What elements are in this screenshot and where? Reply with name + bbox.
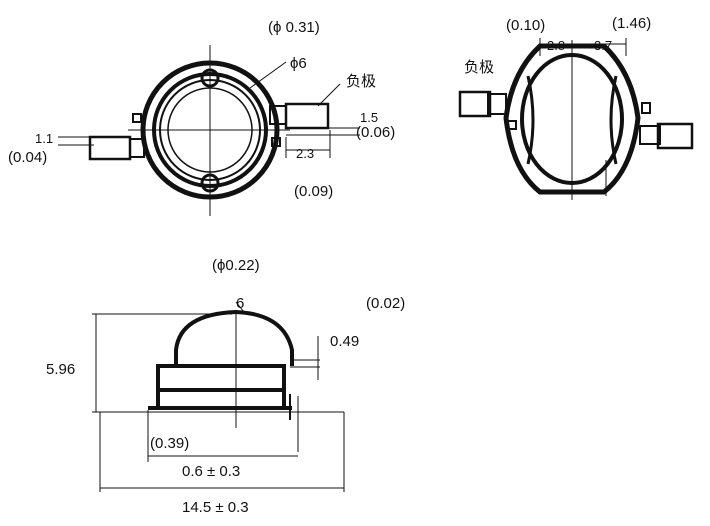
phi6-leader-line <box>249 61 287 89</box>
label-dim-0-10: (0.10) <box>506 17 545 34</box>
side-view-dome <box>174 309 294 366</box>
bottom-view-right-lead-neck <box>639 125 661 145</box>
label-cathode-top: 负极 <box>346 73 376 90</box>
top-view-top-hole <box>200 68 220 88</box>
label-dim-0-02: (0.02) <box>366 295 405 312</box>
label-dim-14-5: 14.5 ± 0.3 <box>182 499 249 516</box>
top-view-notch-mark <box>271 137 281 147</box>
label-dim-0-09: (0.09) <box>294 183 333 200</box>
label-dim-6: 6 <box>236 295 244 312</box>
top-view: (ϕ 0.31) ϕ6 负极 1.5 (0.06) 1.1 (0.04) 2.3… <box>8 19 395 216</box>
label-dim-0-39: (0.39) <box>150 435 189 452</box>
label-phi-0-22: (ϕ0.22) <box>212 257 260 274</box>
dim-6-leader <box>235 301 245 313</box>
top-view-left-lead <box>88 135 132 161</box>
side-view-body-top <box>156 364 286 392</box>
top-view-right-lead <box>284 102 330 130</box>
label-dim-0-49: 0.49 <box>330 333 359 350</box>
bottom-view-right-arc <box>609 75 618 165</box>
top-view-body-outline <box>140 60 280 200</box>
top-view-polarity-mark <box>132 113 142 123</box>
label-dim-2-8: 2.8 <box>547 38 565 53</box>
bottom-view-left-arc <box>526 75 535 165</box>
label-dim-1-46: (1.46) <box>612 15 651 32</box>
bottom-view-left-lead-neck <box>487 93 507 115</box>
top-view-reflector-ring <box>152 72 268 188</box>
side-view-body-bottom <box>156 388 286 410</box>
bottom-view-notch-mark <box>507 120 517 130</box>
bottom-view-body-outline <box>503 43 641 195</box>
bottom-view-right-lead <box>656 122 694 150</box>
label-phi-6: ϕ6 <box>290 55 307 72</box>
label-dim-0-04: (0.04) <box>8 149 47 166</box>
label-dim-1-5: 1.5 <box>360 110 378 125</box>
bottom-view: (0.10) (1.46) 2.8 3.7 负极 <box>458 15 694 200</box>
top-view-lens <box>167 87 253 173</box>
cathode-leader-line <box>317 83 341 107</box>
label-cathode-bottom: 负极 <box>464 59 494 76</box>
label-dim-5-96: 5.96 <box>46 361 75 378</box>
top-view-bottom-hole <box>200 173 220 193</box>
label-phi-0-31: (ϕ 0.31) <box>268 19 320 36</box>
bottom-view-left-lead <box>458 90 492 118</box>
bottom-view-polarity-mark <box>641 102 651 114</box>
label-dim-1-1: 1.1 <box>35 131 53 146</box>
label-dim-0-6: 0.6 ± 0.3 <box>182 463 240 480</box>
top-view-reflector-inner-ring <box>159 79 261 181</box>
label-dim-0-06: (0.06) <box>356 124 395 141</box>
side-view: (ϕ0.22) 6 (0.02) 0.49 5.96 (0.39) 0.6 ± … <box>46 257 405 516</box>
label-dim-3-7: 3.7 <box>594 38 612 53</box>
label-dim-2-3: 2.3 <box>296 146 314 161</box>
